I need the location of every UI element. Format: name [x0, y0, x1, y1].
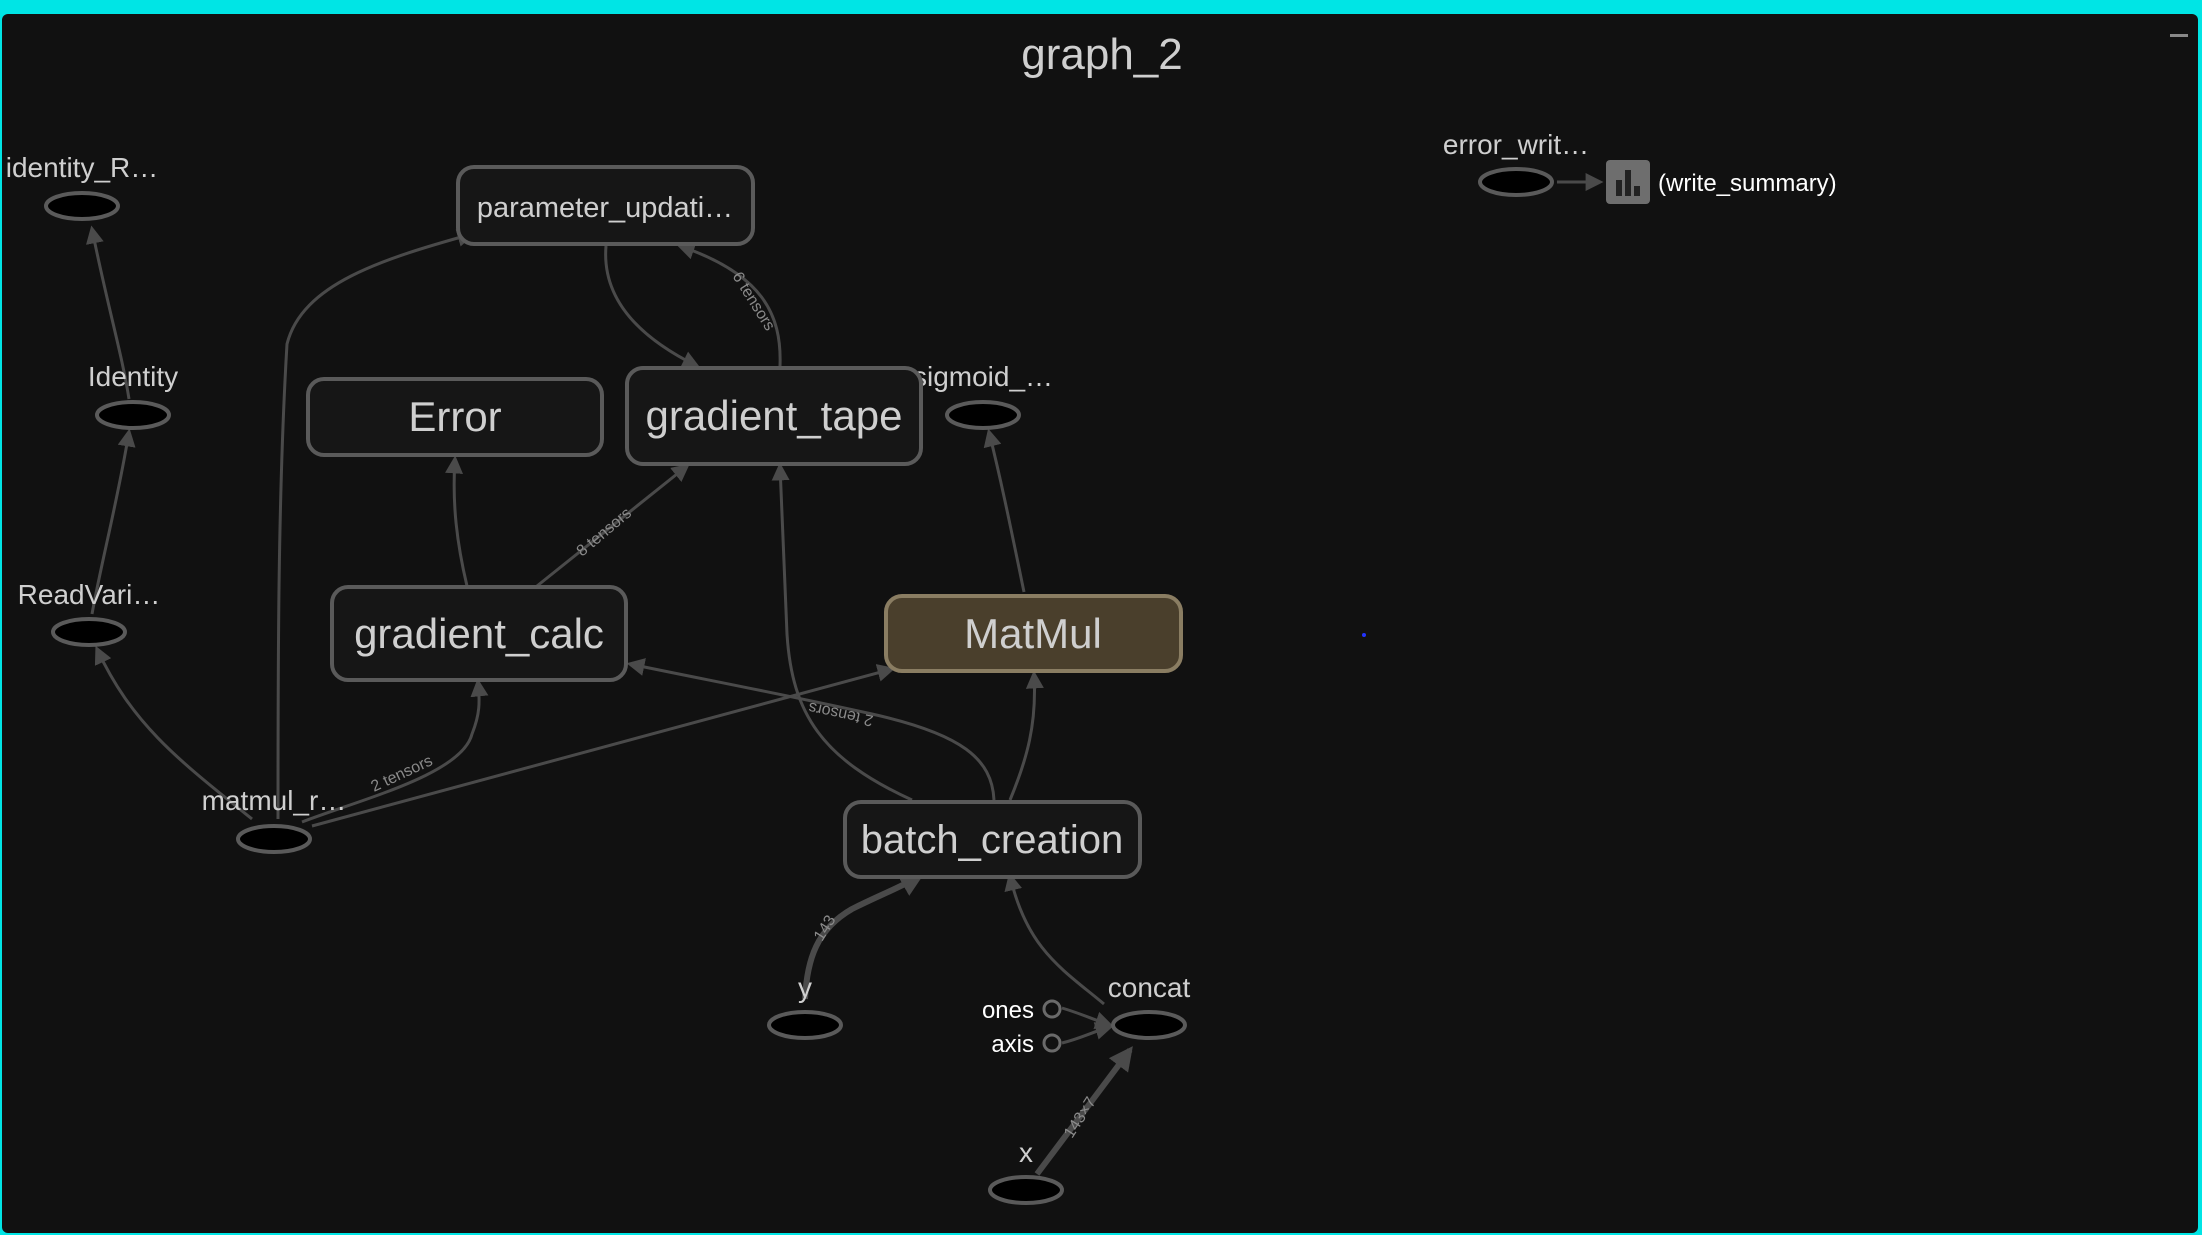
node-gradient-calc-label: gradient_calc: [354, 610, 604, 657]
node-matmul-r-label: matmul_r…: [202, 785, 347, 816]
node-gradient-tape-label: gradient_tape: [646, 392, 903, 439]
node-matmul[interactable]: MatMul: [884, 594, 1183, 673]
edge-matmulr-to-gradcalc: [301, 678, 489, 824]
node-parameter-updating[interactable]: parameter_updati…: [456, 165, 755, 246]
edge-batch-to-matmul: [1008, 670, 1044, 801]
edge-gradtape-to-paramupdate: [676, 242, 782, 367]
node-concat[interactable]: concat: [1108, 972, 1191, 1040]
node-write-summary[interactable]: (write_summary): [1606, 160, 1837, 204]
node-axis[interactable]: axis: [991, 1031, 1062, 1058]
edge-y-to-batch: [802, 873, 925, 1000]
node-gradient-calc[interactable]: gradient_calc: [330, 585, 628, 682]
edge-label-6-tensors: 6 tensors: [729, 269, 778, 334]
edge-readvari-to-identity: [90, 428, 136, 615]
edge-matmulr-to-readvari: [94, 645, 253, 821]
edge-label-2-tensors-b: 2 tensors: [807, 698, 875, 728]
node-identity-r-label: identity_R…: [6, 152, 159, 183]
node-x[interactable]: x: [988, 1137, 1064, 1205]
edge-matmulr-to-matmul: [311, 664, 896, 828]
node-x-label: x: [1019, 1137, 1033, 1168]
node-y[interactable]: y: [767, 972, 843, 1040]
graph-canvas[interactable]: graph_2 6 tensors 8 tensors 2 tensors 2 …: [2, 14, 2198, 1233]
edge-x-to-concat: [1034, 1046, 1133, 1176]
node-axis-label: axis: [991, 1031, 1034, 1058]
cursor-dot: [1362, 633, 1366, 637]
node-identity-r[interactable]: identity_R…: [6, 152, 159, 221]
graph-title: graph_2: [1021, 30, 1182, 79]
edge-identity-to-identityr: [85, 225, 131, 400]
node-readvari-label: ReadVari…: [18, 579, 161, 610]
edge-batch-to-gradtape: [771, 462, 913, 802]
node-error-writer-label: error_writ…: [1443, 129, 1589, 160]
edge-label-143x7: 143×7: [1061, 1094, 1100, 1141]
node-write-summary-label: (write_summary): [1658, 170, 1837, 197]
node-readvari[interactable]: ReadVari…: [18, 579, 161, 647]
node-identity[interactable]: Identity: [88, 361, 178, 430]
node-batch-creation[interactable]: batch_creation: [843, 800, 1142, 879]
node-error-writer[interactable]: error_writ…: [1443, 129, 1589, 197]
node-gradient-tape[interactable]: gradient_tape: [625, 366, 923, 466]
graph-diagram[interactable]: graph_2 6 tensors 8 tensors 2 tensors 2 …: [2, 14, 2198, 1233]
edge-batch-to-gradcalc: [626, 658, 996, 801]
node-sigmoid[interactable]: sigmoid_…: [913, 361, 1053, 430]
edge-ones-to-concat: [1061, 1006, 1114, 1029]
node-identity-label: Identity: [88, 361, 178, 392]
minimize-icon[interactable]: [2170, 34, 2188, 37]
node-parameter-updating-label: parameter_updati…: [477, 192, 733, 224]
edge-concat-to-batch: [1004, 872, 1105, 1006]
edge-matmulr-to-paramupdate: [276, 229, 476, 820]
edge-axis-to-concat: [1061, 1022, 1114, 1045]
node-error[interactable]: Error: [306, 377, 604, 457]
node-y-label: y: [798, 972, 812, 1003]
edge-paramupdate-to-gradtape: [604, 245, 701, 368]
node-error-label: Error: [408, 393, 501, 440]
node-matmul-r[interactable]: matmul_r…: [202, 785, 347, 854]
edge-gradcalc-to-gradtape: [536, 463, 690, 588]
node-ones-label: ones: [982, 997, 1034, 1024]
edge-label-8-tensors: 8 tensors: [574, 505, 635, 560]
node-ones[interactable]: ones: [982, 997, 1062, 1024]
node-concat-label: concat: [1108, 972, 1191, 1003]
edge-gradcalc-to-error: [445, 455, 469, 587]
edge-matmul-to-sigmoid: [983, 428, 1026, 593]
node-batch-creation-label: batch_creation: [861, 818, 1123, 862]
node-matmul-label: MatMul: [964, 610, 1102, 657]
node-sigmoid-label: sigmoid_…: [913, 361, 1053, 392]
